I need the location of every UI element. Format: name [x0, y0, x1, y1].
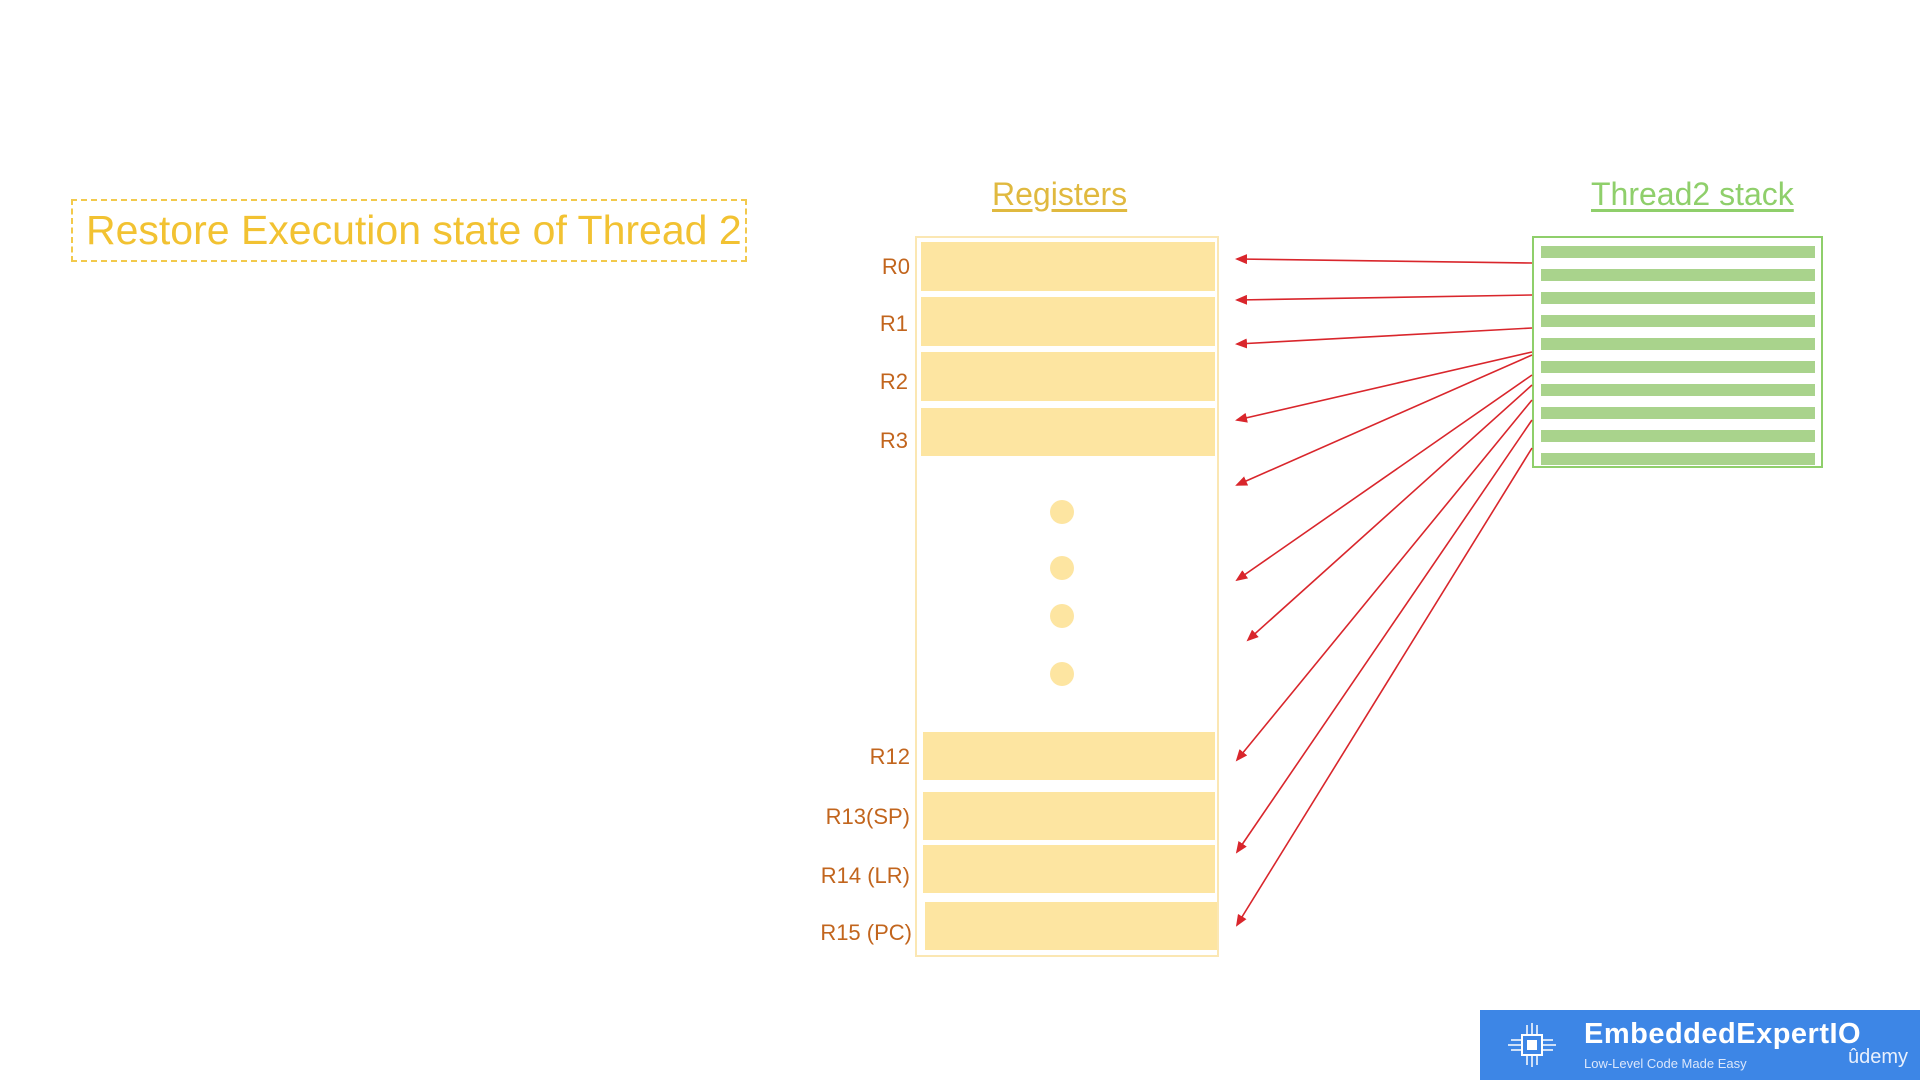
register-file-frame [915, 236, 1219, 957]
register-label-r13: R13(SP) [825, 804, 910, 829]
restore-arrow [1235, 374, 1533, 582]
stack-row [1541, 430, 1815, 442]
logo-tagline: Low-Level Code Made Easy [1584, 1056, 1747, 1071]
restore-arrow [1235, 419, 1533, 854]
register-label-r0: R0 [881, 254, 910, 279]
restore-arrow [1246, 384, 1533, 642]
chip-icon [1508, 1023, 1556, 1067]
register-cell-r13 [923, 792, 1215, 840]
register-cell-r3 [921, 408, 1215, 456]
title-box: Restore Execution state of Thread 2 [71, 199, 747, 262]
restore-arrow [1235, 447, 1533, 927]
restore-arrow [1235, 354, 1533, 486]
stack-row [1541, 338, 1815, 350]
register-label-r2: R2 [879, 369, 908, 394]
register-cell-r15 [925, 902, 1217, 950]
logo-brand: EmbeddedExpertIO [1584, 1018, 1862, 1050]
restore-arrow [1235, 254, 1533, 265]
thread2-stack-heading: Thread2 stack [1591, 176, 1794, 212]
stack-row [1541, 384, 1815, 396]
register-label-r3: R3 [879, 428, 908, 453]
restore-arrow [1235, 399, 1533, 762]
stack-row [1541, 453, 1815, 465]
stack-row [1541, 407, 1815, 419]
slide-title: Restore Execution state of Thread 2 [86, 207, 742, 253]
register-label-r1: R1 [879, 311, 908, 336]
ellipsis-dot [1050, 500, 1074, 524]
embeddedexpertio-logo: EmbeddedExpertIO Low-Level Code Made Eas… [1480, 1010, 1920, 1080]
ellipsis-dot [1050, 662, 1074, 686]
ellipsis-dot [1050, 556, 1074, 580]
ellipsis-dot [1050, 604, 1074, 628]
stack-row [1541, 246, 1815, 258]
thread2-stack-frame [1532, 236, 1823, 468]
register-label-r14: R14 (LR) [820, 863, 910, 888]
restore-arrow [1235, 327, 1533, 349]
register-cell-r12 [923, 732, 1215, 780]
register-cell-r0 [921, 242, 1215, 291]
restore-arrow [1235, 294, 1533, 305]
register-cell-r2 [921, 352, 1215, 401]
registers-heading: Registers [992, 176, 1128, 212]
restore-arrow [1235, 351, 1533, 423]
stack-row [1541, 292, 1815, 304]
register-label-r12: R12 [869, 744, 910, 769]
register-cell-r1 [921, 297, 1215, 346]
stack-row [1541, 269, 1815, 281]
stack-row [1541, 315, 1815, 327]
stack-row [1541, 361, 1815, 373]
udemy-wordmark: ûdemy [1847, 1046, 1908, 1068]
register-cell-r14 [923, 845, 1215, 893]
register-label-r15: R15 (PC) [820, 920, 912, 945]
